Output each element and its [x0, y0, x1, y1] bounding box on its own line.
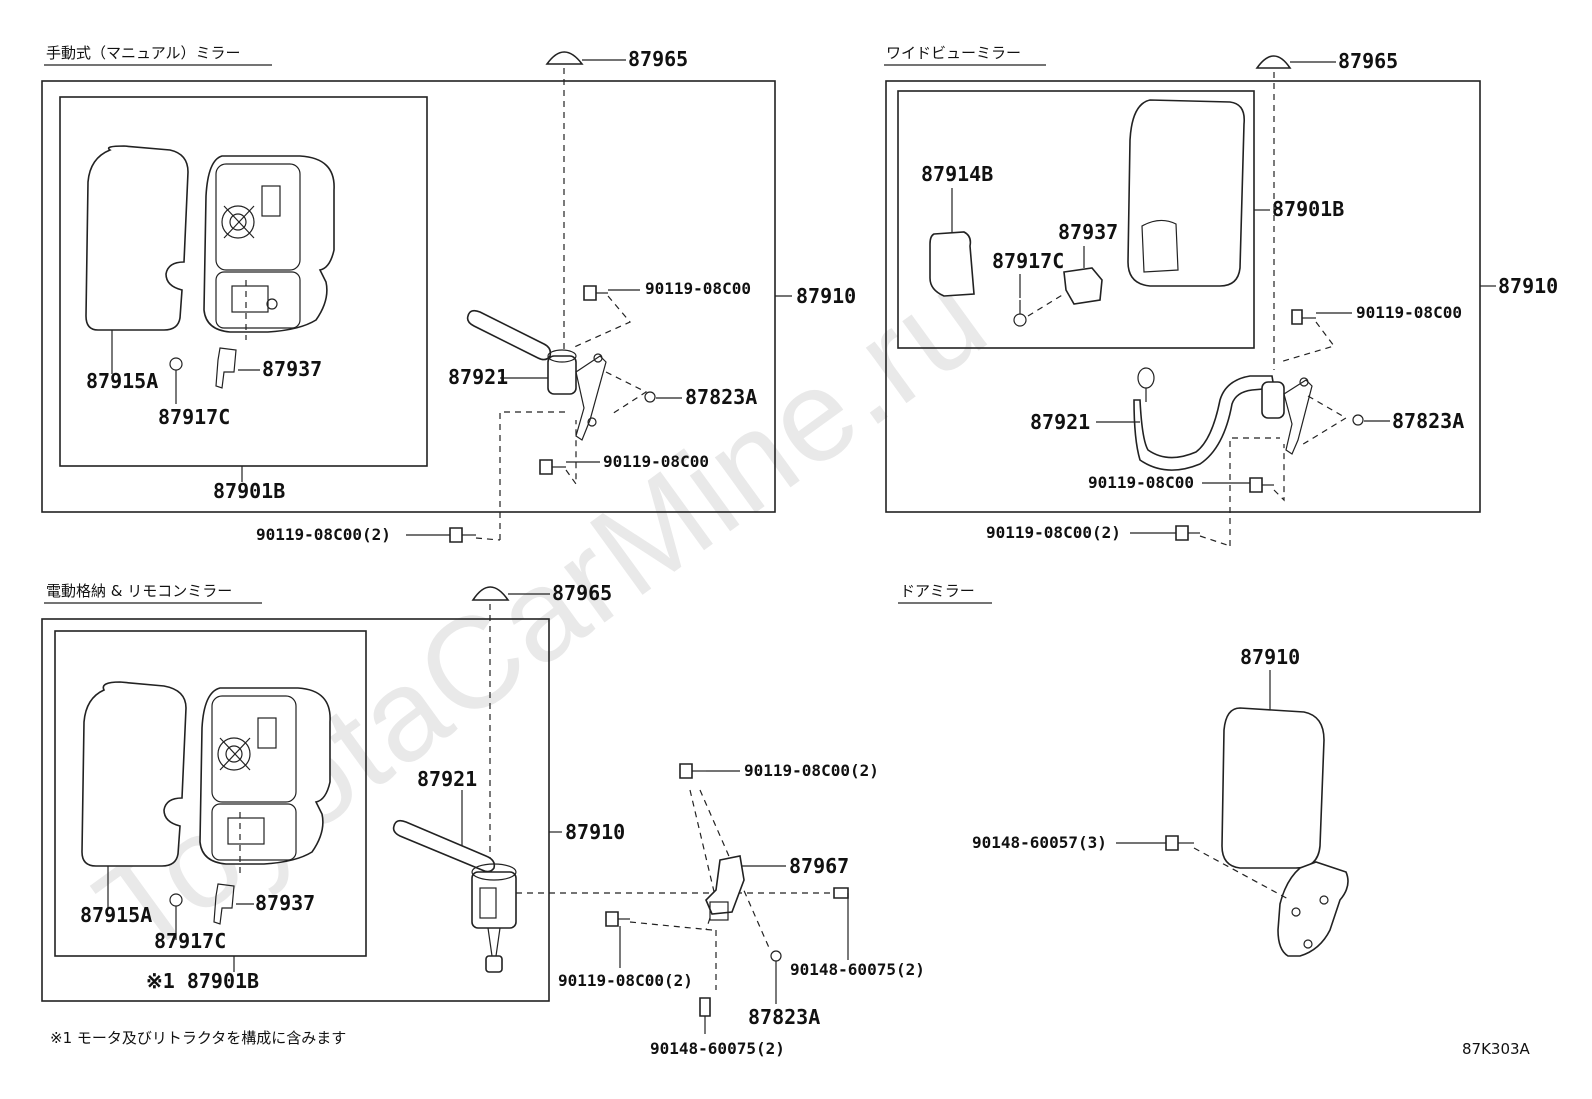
wide-mirror-drawing: [1127, 99, 1246, 287]
section-wide-view-mirror: ワイドビューミラー 87914B 87937 87917C 87901B 879…: [884, 44, 1558, 547]
label-87967-power: 87967: [789, 854, 849, 878]
stay-drawing-wide: [1133, 375, 1275, 471]
label-87965-manual: 87965: [628, 47, 688, 71]
assembly-frame-power: [41, 618, 550, 1002]
motor-drawing-power: [471, 871, 517, 929]
door-mirror-base-drawing: [1277, 861, 1349, 957]
assembly-frame-wide: [885, 80, 1481, 513]
stay-drawing-manual: [466, 309, 552, 361]
label-87965-power: 87965: [552, 581, 612, 605]
mirror-body-drawing-power: [199, 687, 331, 865]
label-87965-wide: 87965: [1338, 49, 1398, 73]
sub-assembly-frame-power: [54, 630, 367, 957]
door-mirror-drawing: [1221, 707, 1325, 869]
diagram-code: 87K303A: [1462, 1040, 1531, 1058]
stay-drawing-power: [392, 819, 496, 873]
label-87917C-manual: 87917C: [158, 405, 230, 429]
cap-drawing-manual: [545, 51, 584, 65]
label-87914B-wide: 87914B: [921, 162, 993, 186]
cap-drawing-wide: [1255, 55, 1292, 69]
label-87915A-manual: 87915A: [86, 369, 158, 393]
label-87823A-manual: 87823A: [685, 385, 757, 409]
mirror-body-drawing: [203, 155, 335, 333]
cover-drawing-wide: [929, 231, 975, 297]
label-90119-08C00-2-wide: 90119-08C00(2): [986, 523, 1121, 542]
label-87921-wide: 87921: [1030, 410, 1090, 434]
label-87901B-wide: 87901B: [1272, 197, 1344, 221]
label-87937-manual: 87937: [262, 357, 322, 381]
cap-drawing-power: [471, 586, 510, 601]
section-title-power: 電動格納 & リモコンミラー: [46, 582, 232, 600]
section-manual-mirror: 手動式（マニュアル）ミラー 87915A 87917C 87937 87901B: [41, 44, 856, 544]
label-87921-manual: 87921: [448, 365, 508, 389]
label-87823A-power: 87823A: [748, 1005, 820, 1029]
section-power-mirror: 電動格納 & リモコンミラー 87915A 87917C 87937 ※1 87…: [41, 581, 925, 1058]
label-87917C-wide: 87917C: [992, 249, 1064, 273]
label-90148-60057-3-door: 90148-60057(3): [972, 833, 1107, 852]
label-87921-power: 87921: [417, 767, 477, 791]
label-90119-08C00-2-manual: 90119-08C00(2): [256, 525, 391, 544]
label-90119-08C00-manual-lower: 90119-08C00: [603, 452, 709, 471]
label-87937-power: 87937: [255, 891, 315, 915]
section-title-wide: ワイドビューミラー: [886, 44, 1021, 62]
label-90148-60075-2-power-bottom: 90148-60075(2): [650, 1039, 785, 1058]
sub-assembly-frame-manual: [59, 96, 428, 467]
label-90119-08C00-wide-lower: 90119-08C00: [1088, 473, 1194, 492]
label-87823A-wide: 87823A: [1392, 409, 1464, 433]
label-90119-08C00-2-power-upper: 90119-08C00(2): [744, 761, 879, 780]
footnote-text: ※1 モータ及びリトラクタを構成に含みます: [50, 1029, 346, 1047]
label-87917C-power: 87917C: [154, 929, 226, 953]
section-title-manual: 手動式（マニュアル）ミラー: [46, 44, 241, 62]
mirror-glass-drawing-power: [81, 681, 187, 867]
label-87910-power: 87910: [565, 820, 625, 844]
mirror-glass-drawing: [85, 145, 189, 331]
label-90119-08C00-wide-upper: 90119-08C00: [1356, 303, 1462, 322]
label-87910-wide: 87910: [1498, 274, 1558, 298]
label-87901B-power: ※1 87901B: [146, 969, 259, 993]
label-87901B-manual: 87901B: [213, 479, 285, 503]
label-87910-manual: 87910: [796, 284, 856, 308]
retractor-bracket-drawing: [705, 855, 745, 915]
section-door-mirror: ドアミラー 87910 90148-60057(3): [898, 582, 1349, 957]
label-90119-08C00-2-power-lower: 90119-08C00(2): [558, 971, 693, 990]
section-title-door: ドアミラー: [900, 582, 975, 600]
label-90148-60075-2-power-right: 90148-60075(2): [790, 960, 925, 979]
sub-assembly-frame-wide: [897, 90, 1255, 349]
label-87915A-power: 87915A: [80, 903, 152, 927]
label-87910-door: 87910: [1240, 645, 1300, 669]
label-87937-wide: 87937: [1058, 220, 1118, 244]
label-90119-08C00-manual-upper: 90119-08C00: [645, 279, 751, 298]
